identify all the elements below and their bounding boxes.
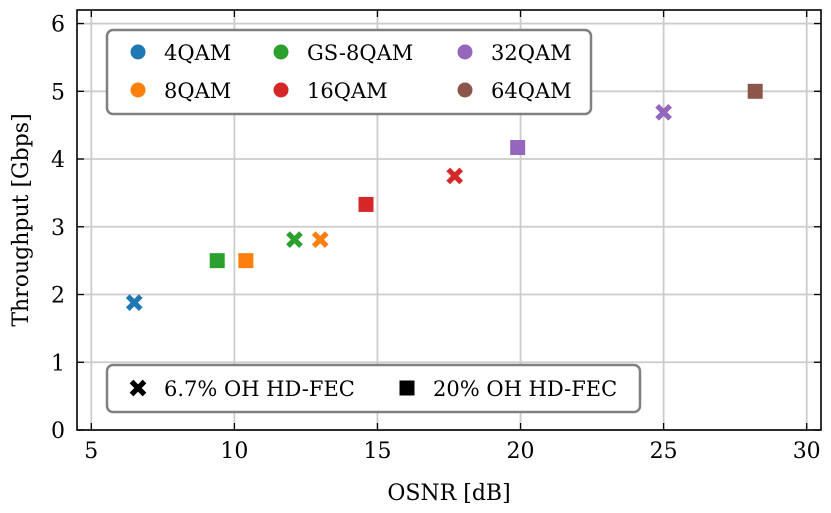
data-point-4qam-x (125, 294, 143, 311)
legend-label-fec: 6.7% OH HD-FEC (164, 377, 355, 401)
data-point-16qam-square (358, 196, 374, 212)
data-point-16qam-x (446, 167, 464, 185)
legend-modulation: 4QAM GS-8QAM 32QAM 8QAM 16QAM 64QAM (105, 28, 593, 116)
data-point-8qam-x (311, 231, 329, 248)
legend-marker-32qam (457, 44, 473, 60)
data-point-gs-8qam-x (286, 231, 303, 248)
legend-fec-box (105, 363, 642, 414)
x-tick-label: 20 (507, 439, 535, 464)
legend-label-4qam: 4QAM (164, 41, 231, 65)
plot-frame (76, 9, 822, 431)
legend-marker-square (399, 380, 415, 396)
axis-ticks: 5 10 15 20 25 30 0 1 2 3 4 5 6 (51, 10, 821, 464)
data-point-64qam-square (747, 83, 763, 99)
data-point-32qam-square (510, 140, 526, 156)
legend-label-16qam: 16QAM (307, 79, 388, 103)
data-points (125, 83, 763, 311)
legend-label-fec: 20% OH HD-FEC (433, 377, 617, 401)
y-tick-label: 5 (51, 80, 65, 105)
legend-marker-x (129, 379, 147, 397)
y-tick-label: 3 (51, 216, 65, 241)
x-axis-label: OSNR [dB] (387, 481, 510, 506)
x-tick-label: 10 (220, 439, 248, 464)
legend-label-32qam: 32QAM (491, 41, 572, 65)
legend-fec: 6.7% OH HD-FEC 20% OH HD-FEC (105, 363, 642, 414)
y-tick-label: 2 (51, 284, 65, 309)
x-tick-label: 15 (363, 439, 391, 464)
legend-marker-16qam (273, 82, 289, 98)
data-point-32qam-x (655, 103, 672, 121)
x-tick-label: 25 (650, 439, 678, 464)
data-point-8qam-square (238, 253, 254, 269)
legend-marker-4qam (130, 44, 146, 60)
legend-marker-64qam (457, 82, 473, 98)
legend-label-64qam: 64QAM (491, 79, 572, 103)
y-tick-label: 1 (51, 351, 65, 376)
legend-marker-gs-8qam (273, 44, 289, 60)
x-tick-label: 30 (793, 439, 821, 464)
data-point-gs-8qam-square (209, 253, 225, 269)
legend-label-gs-8qam: GS-8QAM (307, 41, 413, 65)
legend-marker-8qam (130, 82, 146, 98)
y-tick-label: 0 (51, 419, 65, 444)
y-tick-label: 6 (51, 13, 65, 38)
legend-label-8qam: 8QAM (164, 79, 231, 103)
y-tick-label: 4 (51, 148, 65, 173)
x-tick-label: 5 (84, 439, 98, 464)
y-axis-label: Throughput [Gbps] (9, 113, 34, 326)
